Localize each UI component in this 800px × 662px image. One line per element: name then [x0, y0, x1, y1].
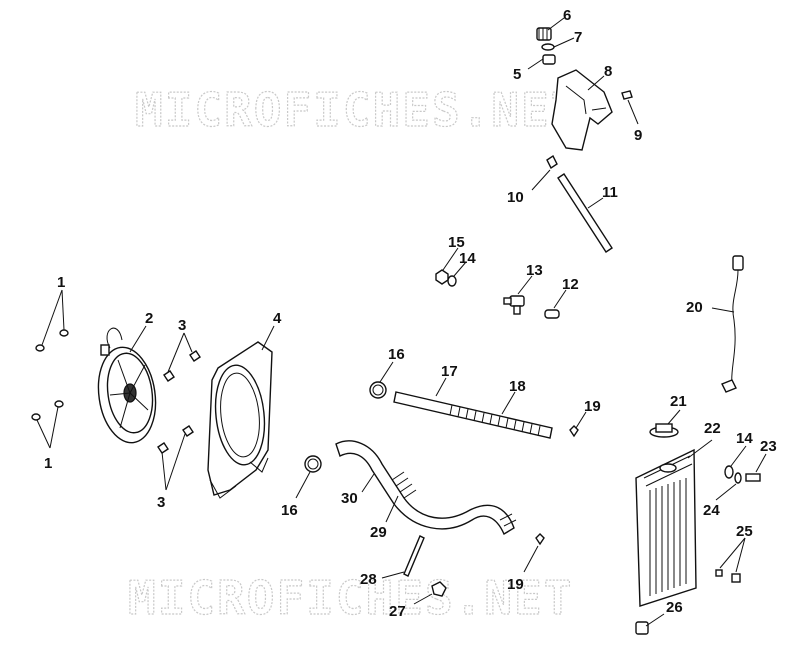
callout-13: 13 — [526, 262, 543, 279]
callout-5: 5 — [513, 66, 521, 83]
part-6-cap — [536, 27, 552, 41]
callout-16a: 16 — [388, 346, 405, 363]
part-7-seal — [541, 43, 555, 51]
watermark-bottom: MICROFICHES.NET — [128, 571, 573, 625]
leader-line-26 — [645, 613, 665, 627]
part-15-nut — [435, 269, 449, 285]
callout-29: 29 — [370, 524, 387, 541]
leader-line-22 — [687, 439, 713, 459]
leader-lines-3 — [161, 332, 193, 491]
callout-12: 12 — [562, 276, 579, 293]
part-24-washer — [734, 472, 742, 484]
callout-18: 18 — [509, 378, 526, 395]
callout-28: 28 — [360, 571, 377, 588]
part-14-washer-lower — [724, 465, 734, 479]
callout-7: 7 — [574, 29, 582, 46]
part-13-fitting — [503, 295, 525, 315]
leader-line-21 — [667, 409, 681, 425]
callout-24: 24 — [703, 502, 720, 519]
leader-lines-29-30 — [361, 473, 399, 523]
part-3-clips — [157, 350, 201, 454]
part-23-bolt — [745, 473, 761, 482]
callout-23: 23 — [760, 438, 777, 455]
callout-14b: 14 — [736, 430, 753, 447]
callout-19b: 19 — [507, 576, 524, 593]
callout-1b: 1 — [44, 455, 52, 472]
callout-25: 25 — [736, 523, 753, 540]
part-8-coolant-reservoir — [551, 69, 613, 151]
part-16-hose-clamp-lower — [304, 455, 322, 473]
leader-line-10 — [531, 169, 551, 191]
callout-21: 21 — [670, 393, 687, 410]
callout-26: 26 — [666, 599, 683, 616]
leader-lines-25 — [719, 537, 746, 573]
part-4-fan-shroud — [207, 341, 273, 499]
callout-6: 6 — [563, 7, 571, 24]
part-5-neck — [542, 54, 556, 65]
part-22-radiator — [635, 448, 697, 607]
part-19-clip-upper — [569, 425, 579, 438]
part-17-18-coolant-hose — [393, 391, 553, 439]
callout-8: 8 — [604, 63, 612, 80]
callout-4: 4 — [273, 310, 282, 327]
callout-1a: 1 — [57, 274, 65, 291]
part-21-radiator-cap — [649, 423, 679, 438]
part-20-sensor-cable — [721, 255, 744, 393]
callout-30: 30 — [341, 490, 358, 507]
part-2-fan-assembly — [97, 327, 157, 444]
leader-lines-17-18 — [435, 377, 516, 415]
callout-2: 2 — [145, 310, 153, 327]
callout-10: 10 — [507, 189, 524, 206]
leader-lines-19 — [523, 411, 587, 573]
part-16-hose-clamp-upper — [369, 381, 387, 399]
callout-3b: 3 — [157, 494, 165, 511]
part-14-washer-upper — [447, 275, 457, 287]
leader-lines-5-7 — [527, 17, 575, 70]
part-25-fasteners — [715, 569, 741, 583]
callout-19a: 19 — [584, 398, 601, 415]
part-12-plug — [544, 309, 560, 319]
part-19-clip-lower — [535, 533, 545, 546]
callout-9: 9 — [634, 127, 642, 144]
part-1-clips — [31, 329, 69, 421]
leader-lines-14-23-24 — [715, 445, 767, 501]
callout-20: 20 — [686, 299, 703, 316]
callout-14a: 14 — [459, 250, 476, 267]
part-11-overflow-tube — [557, 173, 613, 253]
part-28-pin — [403, 535, 425, 577]
callout-17: 17 — [441, 363, 458, 380]
part-29-30-lower-hose — [335, 440, 517, 536]
leader-lines-1 — [36, 289, 65, 449]
leader-line-28 — [381, 571, 405, 579]
callout-16b: 16 — [281, 502, 298, 519]
part-10-clamp — [546, 154, 558, 170]
leader-lines-12-15 — [442, 247, 567, 309]
callout-22: 22 — [704, 420, 721, 437]
leader-line-20 — [711, 307, 735, 313]
part-27-clip — [431, 581, 447, 597]
leader-line-4 — [261, 325, 275, 351]
watermark-top: MICROFICHES.NET — [135, 83, 580, 137]
leader-line-9 — [627, 99, 639, 125]
callout-3a: 3 — [178, 317, 186, 334]
leader-line-2 — [129, 325, 147, 353]
callout-27: 27 — [389, 603, 406, 620]
leader-lines-16 — [295, 361, 394, 499]
part-9-screw — [621, 90, 633, 100]
leader-line-11 — [587, 197, 604, 209]
callout-15: 15 — [448, 234, 465, 251]
leader-line-27 — [413, 593, 433, 605]
leader-line-8 — [587, 75, 605, 91]
part-26-drain-plug — [635, 621, 649, 635]
callout-11: 11 — [602, 184, 618, 201]
